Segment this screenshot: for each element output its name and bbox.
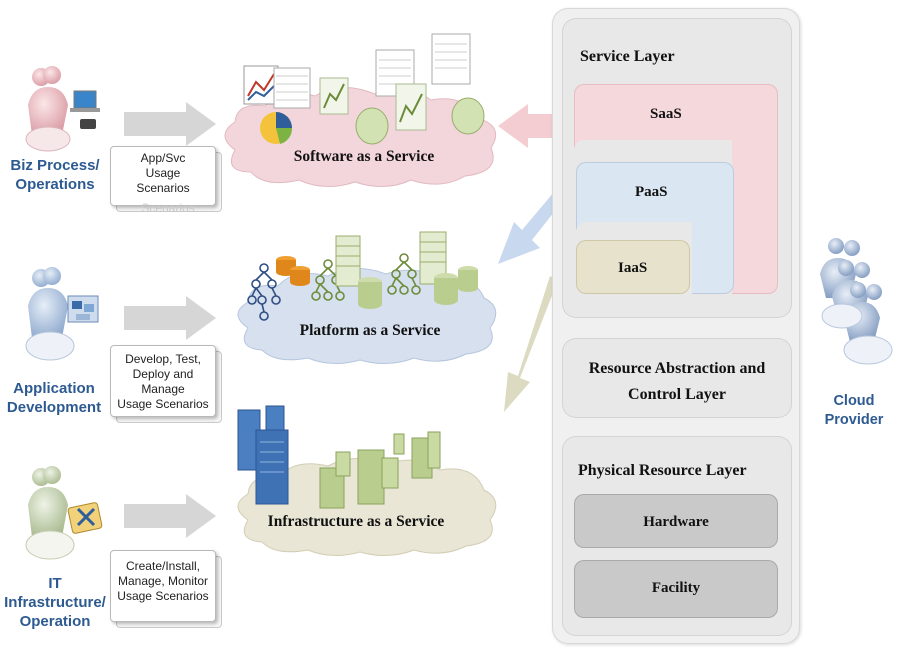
- saas-layer-label: SaaS: [650, 106, 682, 122]
- paas-cloud-label: Platform as a Service: [299, 322, 441, 339]
- saas-illustration: [236, 30, 506, 150]
- service-layer-title: Service Layer: [580, 48, 675, 65]
- paas-illustration: [240, 228, 500, 328]
- cloud-provider-figure: [812, 234, 898, 374]
- arrow-right-icon: [124, 296, 216, 340]
- people-icon: [25, 66, 100, 152]
- arrow-down-left-icon: [504, 276, 558, 412]
- scenario-back-text: Scenarios: [141, 202, 195, 211]
- arrow-right-icon: [124, 494, 216, 538]
- servers-icon: [237, 405, 441, 509]
- saas-cloud-label: Software as a Service: [293, 148, 435, 165]
- resource-abstraction-label: Resource Abstraction and Control Layer: [588, 360, 766, 403]
- paas-layer-label: PaaS: [635, 184, 668, 200]
- paas-cloud: [237, 268, 497, 364]
- arrow-right-icon: [124, 102, 216, 146]
- platform-nodes-icon: [247, 231, 478, 321]
- operator-people-icon: [25, 466, 103, 560]
- physical-layer-title: Physical Resource Layer: [578, 462, 747, 479]
- iaas-layer-label: IaaS: [618, 260, 648, 276]
- arrow-left-icon: [498, 104, 556, 148]
- biz-scenario-card: App/Svc Usage Scenarios: [110, 146, 216, 206]
- it-actor-figure: [18, 465, 118, 565]
- biz-actor-label: Biz Process/Operations: [10, 157, 100, 193]
- app-actor-figure: [18, 266, 118, 366]
- iaas-cloud-label: Infrastructure as a Service: [267, 513, 445, 530]
- biz-actor-figure: [18, 65, 118, 155]
- it-actor-label: IT Infrastructure/Operation: [4, 575, 106, 630]
- charts-icon: [243, 33, 485, 145]
- arrow-down-left-icon: [498, 192, 562, 264]
- hardware-box: [574, 494, 778, 548]
- app-scenario-card: Develop, Test, Deploy and Manage Usage S…: [110, 345, 216, 417]
- facility-label: Facility: [651, 580, 701, 596]
- resource-abstraction-box: [562, 338, 792, 418]
- iaas-layer: [576, 240, 690, 294]
- developer-people-icon: [25, 267, 99, 361]
- hardware-label: Hardware: [643, 514, 709, 530]
- facility-box: [574, 560, 778, 618]
- iaas-illustration: [236, 402, 486, 512]
- cloud-provider-label: Cloud Provider: [824, 393, 884, 428]
- provider-people-icon: [820, 238, 893, 365]
- it-scenario-card: Create/Install, Manage, Monitor Usage Sc…: [110, 550, 216, 622]
